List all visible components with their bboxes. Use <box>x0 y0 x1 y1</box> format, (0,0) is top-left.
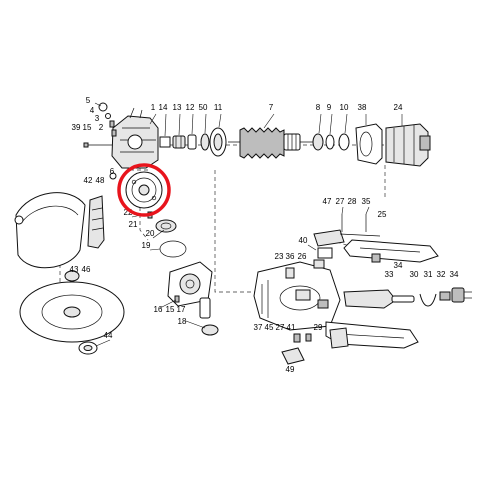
callout-24: 24 <box>394 103 403 112</box>
callout-27: 27 <box>276 323 285 332</box>
callout-40: 40 <box>299 236 308 245</box>
callout-31: 31 <box>424 270 433 279</box>
stator-field-part <box>385 123 431 167</box>
highlight-ring <box>117 163 171 217</box>
callout-7: 7 <box>269 103 274 112</box>
callout-5: 5 <box>86 96 91 105</box>
callout-22: 22 <box>124 208 133 217</box>
callout-15: 15 <box>83 123 92 132</box>
callout-43: 43 <box>70 265 79 274</box>
switch-plate-part <box>313 229 345 259</box>
callout-32: 32 <box>437 270 446 279</box>
callout-34: 34 <box>394 261 403 270</box>
callout-29: 29 <box>314 323 323 332</box>
callout-44: 44 <box>104 331 113 340</box>
callout-14: 14 <box>159 103 168 112</box>
callout-41: 41 <box>287 323 296 332</box>
grinding-disc-part <box>19 270 125 343</box>
motor-frame-part <box>355 123 383 165</box>
callout-28: 28 <box>348 197 357 206</box>
bearing-cover-plate-part <box>125 171 163 209</box>
spindle-bearing-parts <box>159 127 227 157</box>
callout-30: 30 <box>410 270 419 279</box>
callout-21: 21 <box>129 220 138 229</box>
callout-4: 4 <box>90 106 95 115</box>
assembly-guide-line <box>214 170 262 293</box>
armature-rotor-part <box>228 127 318 159</box>
callout-13: 13 <box>173 103 182 112</box>
callout-12: 12 <box>186 103 195 112</box>
callout-10: 10 <box>340 103 349 112</box>
callout-27: 27 <box>336 197 345 206</box>
callout-19: 19 <box>142 241 151 250</box>
callout-34: 34 <box>450 270 459 279</box>
side-handle-part <box>87 195 105 249</box>
callout-36: 36 <box>286 252 295 261</box>
callout-18: 18 <box>178 317 187 326</box>
callout-25: 25 <box>378 210 387 219</box>
callout-42: 42 <box>84 176 93 185</box>
callout-16: 16 <box>154 305 163 314</box>
callout-17: 17 <box>177 305 186 314</box>
callout-20: 20 <box>146 229 155 238</box>
carbon-brush-parts <box>285 259 329 309</box>
handle-screws-part <box>339 214 381 237</box>
gear-housing-part <box>111 107 159 169</box>
leader-lines <box>94 102 403 347</box>
callout-33: 33 <box>385 270 394 279</box>
handle-bottom-half-part <box>325 321 419 349</box>
callout-49: 49 <box>286 365 295 374</box>
wheel-guard-part <box>14 192 86 269</box>
callout-45: 45 <box>265 323 274 332</box>
callout-46: 46 <box>82 265 91 274</box>
callout-37: 37 <box>254 323 263 332</box>
callout-3: 3 <box>95 114 100 123</box>
small-screws-part <box>83 102 117 180</box>
handle-top-half-part <box>343 239 439 263</box>
callout-11: 11 <box>214 103 223 112</box>
callout-1: 1 <box>151 103 156 112</box>
rear-bearing-parts <box>312 133 350 151</box>
lower-small-parts <box>281 333 312 365</box>
rear-housing-part <box>253 261 341 331</box>
callout-2: 2 <box>99 123 104 132</box>
callout-50: 50 <box>199 103 208 112</box>
switch-and-cable-parts <box>343 287 472 309</box>
callout-35: 35 <box>362 197 371 206</box>
clamp-nut-part <box>78 341 98 355</box>
callout-15: 15 <box>166 305 175 314</box>
wheel-flange-assembly <box>167 261 219 336</box>
callout-23: 23 <box>275 252 284 261</box>
callout-47: 47 <box>323 197 332 206</box>
callout-9: 9 <box>327 103 332 112</box>
callout-26: 26 <box>298 252 307 261</box>
callout-39: 39 <box>72 123 81 132</box>
callout-8: 8 <box>316 103 321 112</box>
callout-48: 48 <box>96 176 105 185</box>
callout-38: 38 <box>358 103 367 112</box>
callout-6: 6 <box>110 167 115 176</box>
